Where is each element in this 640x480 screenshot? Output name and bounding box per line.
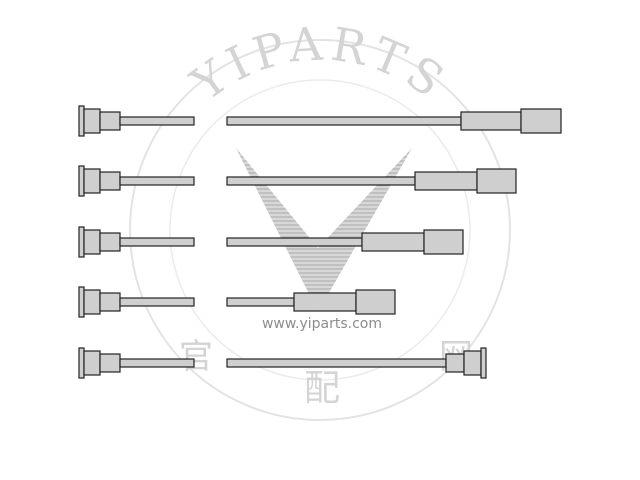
- cable-3: [78, 226, 464, 258]
- cable-2-right-boot: [414, 168, 517, 194]
- cable-5-left-lead: [119, 358, 195, 368]
- cable-5-right-boot: [445, 347, 487, 379]
- cable-3-left-boot: [78, 226, 121, 258]
- watermark-url: www.yiparts.com: [262, 316, 382, 332]
- cable-2-left-boot: [78, 165, 121, 197]
- cable-3-right-boot: [361, 229, 464, 255]
- cable-4-right-lead: [226, 297, 295, 307]
- watermark-brand: YIPARTS: [181, 16, 458, 111]
- cable-1: [78, 105, 562, 137]
- cable-3-left-lead: [119, 237, 195, 247]
- cable-5-left-boot: [78, 347, 121, 379]
- cable-4: [78, 286, 396, 318]
- watermark-cjk-center: 配: [304, 368, 340, 409]
- cable-5-right-lead: [226, 358, 447, 368]
- cable-1-left-boot: [78, 105, 121, 137]
- cable-1-right-boot: [460, 108, 562, 134]
- cable-4-left-boot: [78, 286, 121, 318]
- watermark-cjk-left: 官: [179, 337, 213, 377]
- watermark-inner-ring: [169, 79, 471, 381]
- cable-4-right-boot: [293, 289, 396, 315]
- cable-1-left-lead: [119, 116, 195, 126]
- cable-1-right-lead: [226, 116, 462, 126]
- cable-2-left-lead: [119, 176, 195, 186]
- cable-2-right-lead: [226, 176, 416, 186]
- cable-5: [78, 347, 487, 379]
- cable-4-left-lead: [119, 297, 195, 307]
- watermark-v-logo: [236, 148, 412, 312]
- cable-2: [78, 165, 517, 197]
- watermark-outer-ring: [129, 39, 511, 421]
- cable-3-right-lead: [226, 237, 363, 247]
